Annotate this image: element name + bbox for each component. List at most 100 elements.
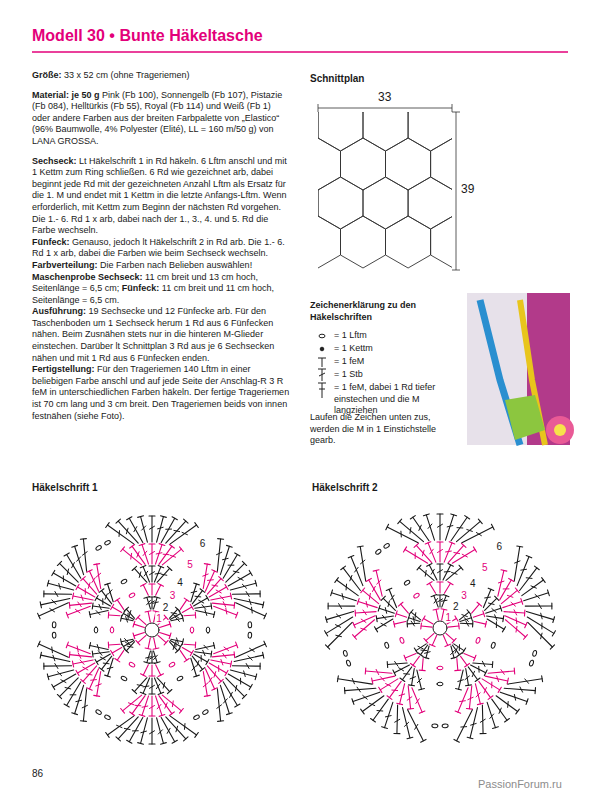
- stitch-top: [501, 570, 507, 571]
- stitch-top: [492, 662, 494, 668]
- stitch-crossbar: [491, 682, 492, 688]
- stitch-top: [218, 720, 224, 722]
- stitch-top: [470, 615, 472, 621]
- stitch-top: [130, 545, 135, 548]
- stitch-symbol: [83, 579, 97, 594]
- stitch-symbol: [446, 515, 454, 540]
- stitch-top: [161, 516, 167, 518]
- stitch-top: [87, 688, 92, 690]
- stitch-top: [374, 627, 377, 632]
- single-crochet-symbol: [318, 358, 326, 367]
- stitch-crossbar: [484, 688, 486, 693]
- stitch-symbol: [70, 655, 92, 657]
- stitch-top: [547, 590, 549, 596]
- chain-symbol: [177, 675, 184, 681]
- stitch-top: [408, 708, 414, 710]
- stitch-symbol: [151, 516, 152, 542]
- stitch-crossbar: [137, 685, 143, 686]
- stitch-crossbar: [203, 650, 205, 655]
- starting-ring: [433, 621, 447, 635]
- stitch-top: [133, 621, 135, 627]
- stitch-symbol: [48, 670, 74, 677]
- stitch-crossbar: [143, 551, 147, 555]
- stitch-crossbar: [369, 593, 371, 599]
- stitch-top: [69, 602, 71, 608]
- stitch-crossbar: [150, 685, 155, 688]
- legend-text: = 1 Kettm: [334, 343, 462, 355]
- hexagon-piece: [408, 112, 452, 151]
- stitch-crossbar: [233, 571, 239, 572]
- stitch-symbol: [457, 710, 473, 741]
- stitch-top: [488, 696, 493, 700]
- stitch-symbol: [75, 546, 84, 574]
- stitch-top: [335, 578, 339, 583]
- stitch-symbol: [520, 568, 537, 591]
- stitch-crossbar: [170, 555, 175, 557]
- stitch-crossbar: [446, 551, 452, 553]
- stitch-top: [462, 648, 465, 653]
- paragraph: Fertigstellung:Für den Trageriemen 140 L…: [32, 364, 290, 422]
- crochet-chart: [38, 516, 267, 744]
- stitch-top: [419, 711, 425, 713]
- stitch-top: [52, 570, 55, 575]
- stitch-symbol: [53, 674, 76, 687]
- stitch-crossbar: [507, 595, 513, 597]
- stitch-symbol: [456, 521, 480, 541]
- stitch-crossbar: [514, 610, 517, 615]
- stitch-top: [72, 545, 78, 547]
- stitch-symbol: [156, 665, 161, 675]
- stitch-crossbar: [57, 672, 61, 676]
- stitch-crossbar: [161, 574, 167, 575]
- stitch-top: [81, 577, 85, 581]
- stitch-symbol: [439, 542, 440, 562]
- stitch-top: [190, 604, 193, 609]
- stitch-top: [535, 566, 540, 570]
- stitch-top: [521, 599, 523, 605]
- stitch-symbol: [226, 678, 245, 697]
- chain-symbol: [190, 627, 194, 633]
- stitch-top: [210, 603, 212, 609]
- stitch-top: [491, 524, 494, 529]
- stitch-crossbar: [455, 648, 457, 653]
- stitch-top: [141, 674, 146, 677]
- stitch-top: [455, 711, 461, 713]
- stitch-top: [242, 561, 246, 565]
- stitch-symbol: [501, 590, 517, 603]
- stitch-symbol: [211, 660, 231, 664]
- stitch-top: [139, 544, 145, 546]
- stitch-symbol: [59, 678, 78, 697]
- stitch-top: [474, 655, 476, 661]
- stitch-top: [159, 714, 165, 716]
- stitch-top: [195, 642, 196, 648]
- stitch-crossbar: [77, 646, 78, 652]
- stitch-crossbar: [107, 667, 113, 668]
- paragraph: Sechseck:Lt Häkelschrift 1 in Rd häkeln.…: [32, 156, 290, 237]
- stitch-symbol: [123, 549, 142, 565]
- bold-lead: Material: je 50 g: [32, 90, 100, 100]
- stitch-symbol: [426, 515, 434, 540]
- stitch-top: [407, 737, 413, 738]
- stitch-symbol: [134, 632, 144, 635]
- stitch-symbol: [514, 547, 519, 581]
- stitch-symbol: [228, 573, 251, 586]
- stitch-crossbar: [217, 552, 222, 554]
- stitch-top: [210, 651, 212, 657]
- bold-lead: Maschenprobe Sechseck:: [32, 272, 143, 282]
- stitch-crossbar: [461, 726, 467, 727]
- crochet-chart: [325, 514, 556, 742]
- stitch-top: [219, 679, 223, 683]
- stitch-top: [172, 517, 177, 520]
- stitch-crossbar: [158, 730, 162, 734]
- chain-symbol: [110, 627, 114, 633]
- stitch-crossbar: [98, 651, 102, 656]
- stitch-top: [430, 644, 435, 646]
- stitch-crossbar: [125, 639, 129, 643]
- stitch-crossbar: [83, 667, 88, 670]
- stitch-crossbar: [244, 671, 246, 677]
- stitch-top: [127, 740, 132, 743]
- stitch-crossbar: [380, 677, 384, 681]
- stitch-symbol: [117, 600, 123, 610]
- bag-photo: [467, 293, 574, 445]
- stitch-crossbar: [381, 623, 386, 626]
- paragraph: Farbverteilung:Die Farben nach Belieben …: [32, 260, 290, 272]
